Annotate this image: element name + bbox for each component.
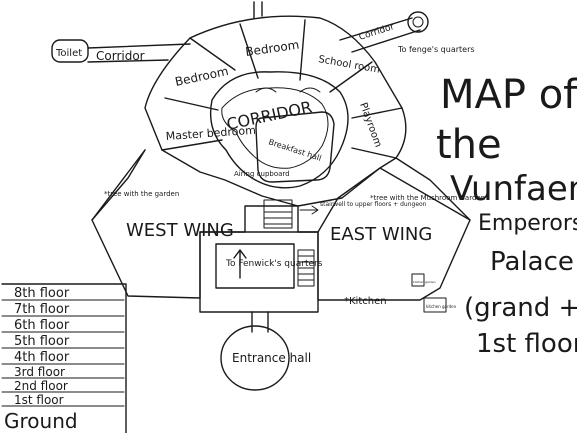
lower-center-block: [199, 231, 319, 313]
entrance-hall-label: Entrance hall: [232, 351, 311, 365]
palace-outline: [144, 15, 407, 207]
west-tree-note: *tree with the garden: [104, 190, 179, 198]
central-corridor-outline: [209, 71, 349, 189]
title-line-3: Vunfaen: [450, 169, 577, 209]
floor-item[interactable]: 7th floor: [14, 302, 70, 317]
floors-list: 8th floor 7th floor 6th floor 5th floor …: [4, 286, 78, 433]
east-tree-note: *tree with the Mushroom Garden: [370, 194, 485, 202]
wall-2: [239, 23, 259, 79]
wall-1: [189, 37, 236, 71]
title-line-4: Emperors: [478, 211, 577, 236]
right-end-inner-circle: [412, 16, 424, 28]
entrance-hall-outline: [220, 325, 290, 391]
toilet-box: [51, 39, 89, 63]
east-small-box: [411, 273, 425, 287]
room-breakfast-hall: Breakfast hall: [267, 137, 322, 163]
room-playroom: Playroom: [357, 101, 383, 149]
floor-item[interactable]: 3rd floor: [14, 365, 65, 379]
top-tower-line: [253, 1, 263, 19]
east-small-label: kitchen garden: [413, 280, 436, 284]
toilet-label: Toilet: [55, 48, 82, 59]
kitchen-label: *Kitchen: [344, 296, 387, 307]
floor-item[interactable]: Ground: [4, 409, 78, 433]
kitchen-garden-label: kitchen garden: [426, 304, 457, 309]
wall-8: [161, 139, 223, 151]
wall-7: [351, 147, 397, 159]
to-quarters-label: To Fenwick's quarters: [225, 259, 323, 269]
stairs: [263, 199, 315, 287]
wall-5: [164, 97, 219, 111]
west-wing-top: [91, 149, 146, 221]
floor-item[interactable]: 2nd floor: [14, 379, 68, 393]
to-fenges-label: To fenge's quarters: [397, 45, 475, 54]
floor-item[interactable]: 8th floor: [14, 286, 70, 301]
corridor-left-label: Corridor: [96, 49, 145, 63]
left-corridor-pipe: [87, 43, 191, 63]
fenwick-quarters-box: [215, 243, 295, 289]
breakfast-hall-outline: [255, 111, 335, 183]
room-bedroom-1: Bedroom: [174, 64, 230, 89]
title-line-2: the: [436, 122, 502, 168]
wall-4: [329, 61, 373, 93]
corridor-arc-1: [299, 87, 321, 93]
room-airing-cupboard: Airing cupboard: [234, 170, 290, 178]
right-corridor-pipe: [339, 17, 421, 53]
title-line-6: (grand +: [464, 293, 577, 323]
right-end-circle: [407, 11, 429, 33]
title-line-5: Palace: [490, 247, 574, 277]
floor-item[interactable]: 6th floor: [14, 318, 70, 333]
floor-item[interactable]: 1st floor: [14, 393, 64, 407]
stairs-note: stairwell to upper floors + dungeon: [320, 201, 427, 208]
east-wing-label: EAST WING: [330, 224, 432, 245]
wall-3: [299, 19, 306, 81]
map-title: MAP of the Vunfaen Emperors Palace (gran…: [436, 72, 577, 359]
floor-item[interactable]: 5th floor: [14, 334, 70, 349]
floor-item[interactable]: 4th floor: [14, 350, 70, 365]
title-line-7: 1st floor): [476, 329, 577, 359]
up-arrow: [233, 249, 247, 279]
stairs-arrow: [299, 205, 319, 215]
floors-list-lines: [1, 283, 127, 433]
room-central-corridor: CORRIDOR: [225, 97, 314, 134]
title-line-1: MAP of: [440, 72, 577, 118]
east-wing-top: [395, 157, 471, 221]
west-wing-label: WEST WING: [126, 220, 234, 241]
room-bedroom-2: Bedroom: [244, 38, 300, 59]
corridor-arc-2: [255, 87, 277, 93]
room-master-bedroom: Master bedroom: [165, 124, 256, 143]
kitchen-garden-box: [423, 297, 447, 313]
wall-6: [351, 107, 403, 119]
entrance-connector: [251, 311, 269, 333]
central-corridor-inner: [221, 87, 329, 169]
